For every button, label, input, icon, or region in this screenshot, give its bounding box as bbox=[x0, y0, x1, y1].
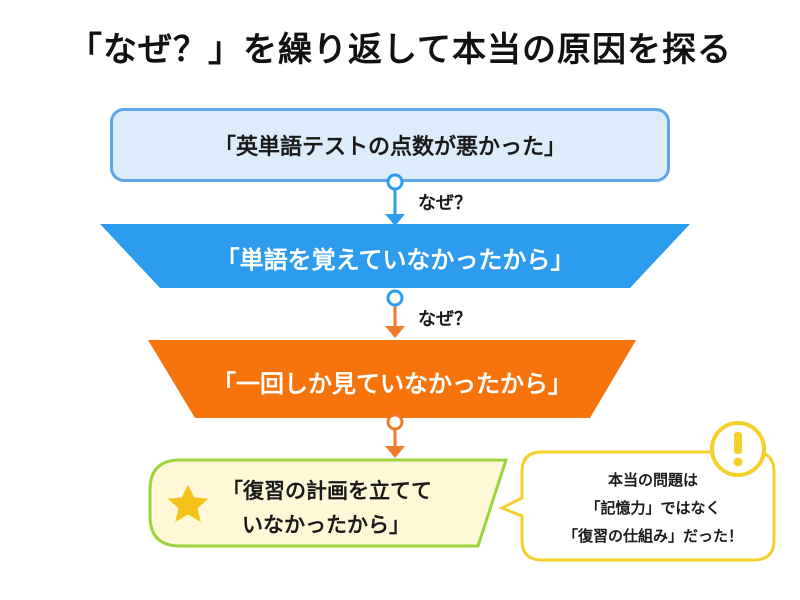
step-4-line-2: いなかったから」 bbox=[242, 513, 410, 537]
step-3-text: 「一回しか見ていなかったから」 bbox=[212, 370, 572, 398]
page-title: 「なぜ？」を繰り返して本当の原因を探る bbox=[68, 30, 732, 70]
connector-3-arrowhead bbox=[385, 446, 405, 458]
step-1-box: 「英単語テストの点数が悪かった」 bbox=[110, 108, 670, 182]
connector-3-node bbox=[386, 413, 404, 431]
step-4-box bbox=[148, 458, 509, 548]
connector-2-node bbox=[386, 289, 404, 307]
connector-1 bbox=[385, 173, 405, 226]
step-2-band bbox=[100, 224, 690, 288]
callout-text: 本当の問題は 「記憶力」ではなく 「復習の仕組み」だった！ bbox=[534, 466, 772, 550]
star-icon bbox=[167, 484, 209, 523]
connector-2-arrowhead bbox=[385, 326, 405, 338]
connector-1-arrowhead bbox=[385, 214, 405, 226]
why-label-2: なぜ？ bbox=[418, 309, 472, 330]
connector-1-node bbox=[386, 173, 404, 191]
step-1-text: 「英単語テストの点数が悪かった」 bbox=[213, 135, 566, 160]
callout-line-2: 「記憶力」ではなく bbox=[585, 499, 721, 517]
exclamation-badge-icon bbox=[710, 421, 766, 477]
step-4-line-1: 「復習の計画を立てて bbox=[222, 479, 432, 503]
step-2-text: 「単語を覚えていなかったから」 bbox=[215, 246, 575, 274]
step-3-band bbox=[148, 340, 636, 418]
callout-bubble bbox=[498, 450, 776, 562]
why-label-1: なぜ？ bbox=[418, 193, 472, 214]
connector-2 bbox=[385, 289, 405, 338]
callout-line-3: 「復習の仕組み」だった！ bbox=[562, 527, 743, 545]
connector-3 bbox=[385, 413, 405, 458]
callout-line-1: 本当の問題は bbox=[607, 471, 698, 489]
step-4-text: 「復習の計画を立てて いなかったから」 bbox=[222, 474, 482, 542]
